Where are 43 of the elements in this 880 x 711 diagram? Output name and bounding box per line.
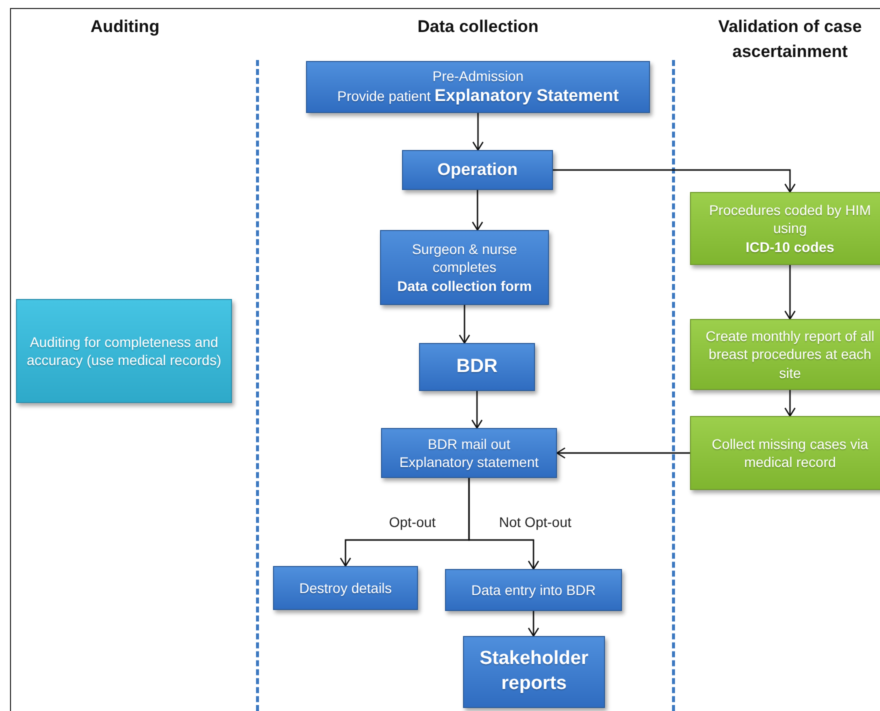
process-box — [380, 230, 549, 305]
process-box — [690, 416, 880, 490]
node-text: Provide patient Explanatory Statement — [337, 85, 619, 108]
edge-label: Not Opt-out — [497, 514, 574, 530]
node-text: Destroy details — [299, 578, 392, 598]
node-text: Operation — [437, 158, 518, 181]
arrow — [556, 447, 690, 459]
arrow — [472, 113, 484, 151]
process-box — [273, 566, 418, 610]
node-text: Data collection form — [397, 276, 532, 295]
arrow — [553, 169, 796, 193]
node-text: Surgeon & nurse completes — [410, 240, 518, 277]
process-box — [463, 636, 605, 708]
process-box — [445, 569, 622, 611]
node-text: Create monthly report of all breast procedures at each site — [704, 327, 876, 382]
node-text: ICD-10 codes — [746, 238, 834, 256]
process-box — [306, 61, 650, 113]
process-box — [381, 428, 557, 478]
node-text: BDR — [456, 354, 498, 379]
lane-heading: Data collection — [416, 16, 540, 38]
arrow — [528, 611, 540, 637]
node-text: Stakeholder reports — [478, 647, 590, 696]
lane-heading: Validation of case ascertainment — [717, 16, 863, 63]
arrow — [784, 265, 796, 320]
arrow — [471, 391, 483, 429]
lane-heading: Auditing — [90, 16, 160, 38]
node-text: Pre-Admission — [432, 66, 524, 86]
arrow — [468, 478, 540, 570]
node-text: Auditing for completeness and accuracy (use medical records) — [26, 332, 222, 370]
process-box — [690, 192, 880, 265]
node-text: Data entry into BDR — [471, 580, 596, 600]
node-text: Collect missing cases via medical record — [710, 434, 870, 472]
node-text: BDR mail out — [428, 434, 510, 453]
process-box — [690, 319, 880, 390]
process-box — [16, 299, 232, 403]
node-text: Explanatory statement — [399, 453, 539, 472]
arrow — [784, 390, 796, 417]
arrow — [472, 190, 484, 231]
node-text: Procedures coded by HIM using — [708, 201, 872, 238]
process-box — [402, 150, 553, 190]
edge-label: Opt-out — [387, 514, 438, 530]
arrow — [458, 305, 470, 344]
process-box — [419, 343, 535, 391]
